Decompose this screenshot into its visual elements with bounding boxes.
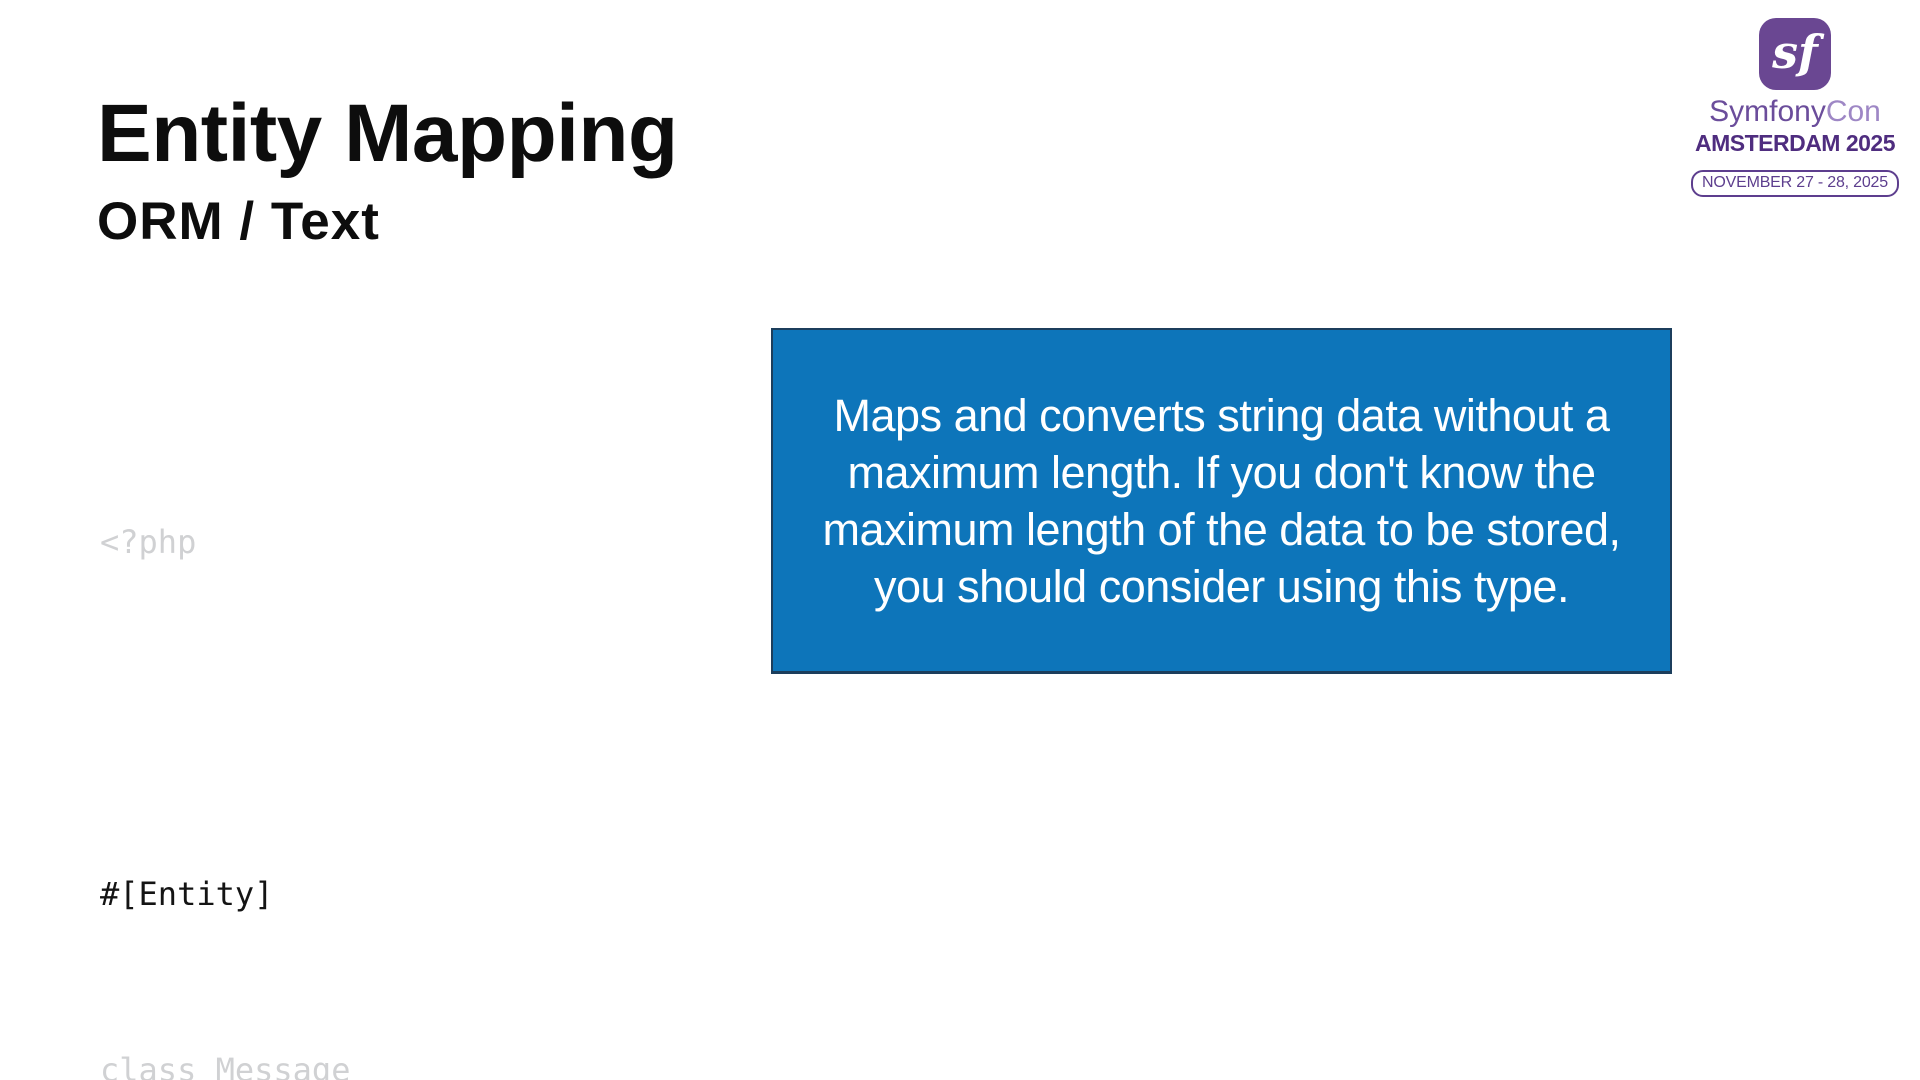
code-block: <?php #[Entity] class Message { #[Column… [100,344,1025,1080]
logo-dates-badge: NOVEMBER 27 - 28, 2025 [1691,170,1899,197]
callout-line: maximum length of the data to be stored, [822,503,1621,555]
sf-monogram: sf [1772,25,1818,79]
logo-name-secondary: Con [1825,95,1881,128]
symfony-logo-icon: sf [1759,18,1831,90]
symfonycon-logo: sf SymfonyCon AMSTERDAM 2025 NOVEMBER 27… [1690,18,1900,197]
code-line [100,696,1025,740]
page-title: Entity Mapping [97,88,678,179]
logo-name: SymfonyCon [1709,97,1881,127]
callout-line: Maps and converts string data without a [833,389,1610,441]
callout-line: you should consider using this type. [874,560,1569,612]
logo-event: AMSTERDAM 2025 [1694,130,1896,156]
code-line: <?php [100,523,197,561]
callout-box: Maps and converts string data without a … [771,328,1672,674]
callout-text: Maps and converts string data without a … [773,387,1670,615]
callout-line: maximum length. If you don't know the [847,446,1596,498]
page-subtitle: ORM / Text [97,192,380,251]
code-line: #[Entity] [100,875,274,913]
code-line: class Message [100,1051,351,1080]
logo-name-primary: Symfony [1709,95,1826,128]
